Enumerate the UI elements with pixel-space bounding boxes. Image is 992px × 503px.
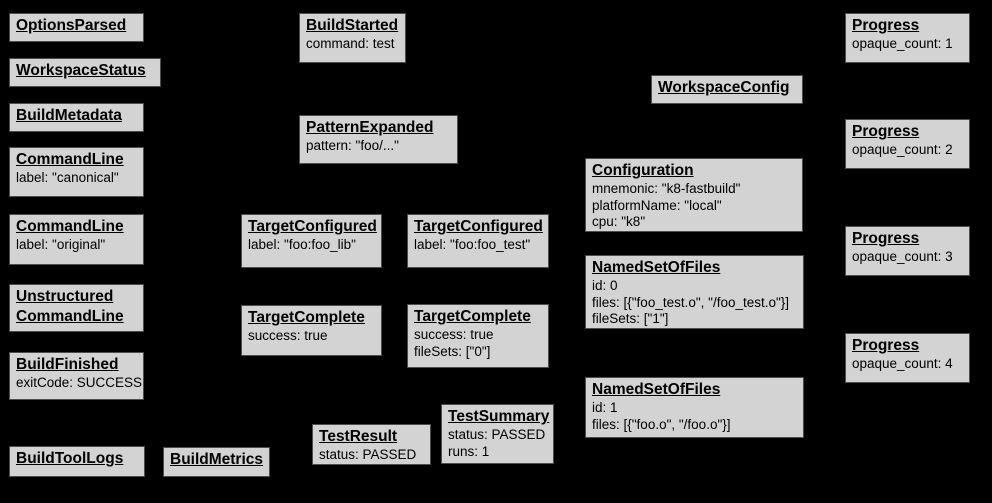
node-patternexpanded: PatternExpanded pattern: "foo/..." <box>299 115 458 164</box>
node-title: TestResult <box>319 428 398 445</box>
node-title: CommandLine <box>16 308 124 325</box>
node-attribute: runs: 1 <box>448 443 490 459</box>
node-title: NamedSetOfFiles <box>592 259 721 276</box>
node-attribute: opaque_count: 4 <box>852 356 953 371</box>
node-attribute: platformName: "local" <box>592 197 722 213</box>
node-title: CommandLine <box>16 218 124 235</box>
node-progress-3: Progress opaque_count: 3 <box>845 226 970 276</box>
node-buildtoollogs: BuildToolLogs <box>9 446 145 477</box>
node-title: Progress <box>852 123 920 140</box>
node-unstructuredcommandline: Unstructured CommandLine <box>9 284 144 332</box>
node-title: WorkspaceStatus <box>16 62 146 79</box>
node-title: BuildStarted <box>306 17 399 34</box>
node-commandline-original: CommandLine label: "original" <box>9 214 144 265</box>
node-testresult: TestResult status: PASSED <box>312 424 431 465</box>
node-title: Progress <box>852 17 920 34</box>
node-title: BuildToolLogs <box>16 450 124 467</box>
node-attribute: label: "foo:foo_lib" <box>248 237 356 252</box>
node-attribute: status: PASSED <box>319 447 417 462</box>
node-buildmetadata: BuildMetadata <box>9 103 144 132</box>
node-title: TargetConfigured <box>414 218 543 235</box>
node-attribute: id: 0 <box>592 278 618 293</box>
node-buildfinished: BuildFinished exitCode: SUCCESS <box>9 352 144 400</box>
node-attribute: success: true <box>248 328 328 343</box>
node-title: BuildMetadata <box>16 107 122 124</box>
node-title: Progress <box>852 230 920 247</box>
node-attribute: files: [{"foo_test.o", "/foo_test.o"}] <box>592 294 790 310</box>
node-namedsetoffiles-0: NamedSetOfFiles id: 0 files: [{"foo_test… <box>585 255 804 329</box>
node-targetcomplete-foo-test: TargetComplete success: true fileSets: [… <box>407 304 549 368</box>
node-title: BuildMetrics <box>170 451 264 468</box>
node-attribute: opaque_count: 1 <box>852 36 953 51</box>
node-attribute: status: PASSED <box>448 427 546 442</box>
node-title: CommandLine <box>16 151 124 168</box>
node-attribute: opaque_count: 2 <box>852 142 953 157</box>
node-commandline-canonical: CommandLine label: "canonical" <box>9 147 144 197</box>
node-targetcomplete-foo-lib: TargetComplete success: true <box>241 305 382 356</box>
node-configuration: Configuration mnemonic: "k8-fastbuild" p… <box>585 158 803 232</box>
node-buildmetrics: BuildMetrics <box>163 447 270 477</box>
node-progress-1: Progress opaque_count: 1 <box>845 13 970 63</box>
node-progress-4: Progress opaque_count: 4 <box>845 333 970 383</box>
node-title: NamedSetOfFiles <box>592 381 721 398</box>
node-attribute: command: test <box>306 36 395 51</box>
node-attribute: id: 1 <box>592 400 618 415</box>
node-attribute: pattern: "foo/..." <box>306 138 399 153</box>
node-namedsetoffiles-1: NamedSetOfFiles id: 1 files: [{"foo.o", … <box>585 377 804 438</box>
node-title: Progress <box>852 337 920 354</box>
node-attribute: mnemonic: "k8-fastbuild" <box>592 181 741 196</box>
node-title: Unstructured <box>16 288 114 305</box>
node-targetconfigured-foo-test: TargetConfigured label: "foo:foo_test" <box>407 214 549 268</box>
node-title: TargetConfigured <box>248 218 377 235</box>
node-progress-2: Progress opaque_count: 2 <box>845 119 970 169</box>
node-title: PatternExpanded <box>306 119 434 136</box>
node-attribute: fileSets: ["1"] <box>592 311 669 326</box>
node-optionsparsed: OptionsParsed <box>9 13 144 42</box>
node-attribute: label: "foo:foo_test" <box>414 237 531 252</box>
node-attribute: success: true <box>414 327 494 342</box>
node-buildstarted: BuildStarted command: test <box>299 13 406 63</box>
node-attribute: exitCode: SUCCESS <box>16 375 143 390</box>
node-testsummary: TestSummary status: PASSED runs: 1 <box>441 404 554 464</box>
node-title: BuildFinished <box>16 356 119 373</box>
node-workspacestatus: WorkspaceStatus <box>9 58 161 87</box>
node-attribute: label: "canonical" <box>16 170 119 185</box>
node-attribute: fileSets: ["0"] <box>414 343 491 359</box>
node-title: TestSummary <box>448 408 550 425</box>
node-title: TargetComplete <box>414 308 531 325</box>
node-attribute: opaque_count: 3 <box>852 249 953 264</box>
node-title: Configuration <box>592 162 694 179</box>
node-attribute: label: "original" <box>16 237 106 252</box>
node-title: OptionsParsed <box>16 17 127 34</box>
node-attribute: cpu: "k8" <box>592 214 646 229</box>
node-attribute: files: [{"foo.o", "/foo.o"}] <box>592 416 731 432</box>
node-title: WorkspaceConfig <box>658 79 790 96</box>
node-targetconfigured-foo-lib: TargetConfigured label: "foo:foo_lib" <box>241 214 382 268</box>
node-workspaceconfig: WorkspaceConfig <box>651 75 803 104</box>
node-title: TargetComplete <box>248 309 365 326</box>
